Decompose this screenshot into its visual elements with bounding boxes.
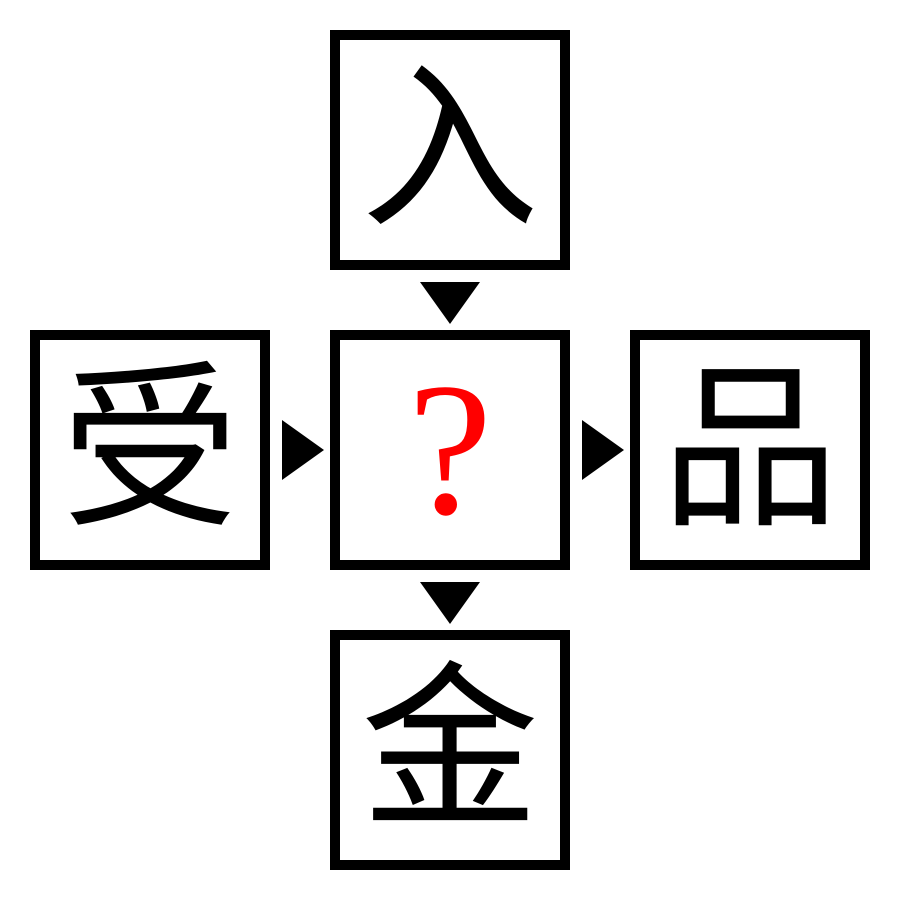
arrow-right-icon xyxy=(582,420,624,480)
question-mark: ? xyxy=(407,345,493,555)
kanji-top: 入 xyxy=(361,46,539,253)
kanji-left: 受 xyxy=(61,346,239,553)
arrow-down-icon xyxy=(420,282,480,324)
kanji-box-left: 受 xyxy=(30,330,270,570)
kanji-bottom: 金 xyxy=(361,646,539,853)
arrow-right-icon xyxy=(282,420,324,480)
answer-box[interactable]: ? xyxy=(330,330,570,570)
kanji-right: 品 xyxy=(661,346,839,553)
kanji-box-bottom: 金 xyxy=(330,630,570,870)
kanji-box-top: 入 xyxy=(330,30,570,270)
arrow-down-icon xyxy=(420,582,480,624)
kanji-box-right: 品 xyxy=(630,330,870,570)
